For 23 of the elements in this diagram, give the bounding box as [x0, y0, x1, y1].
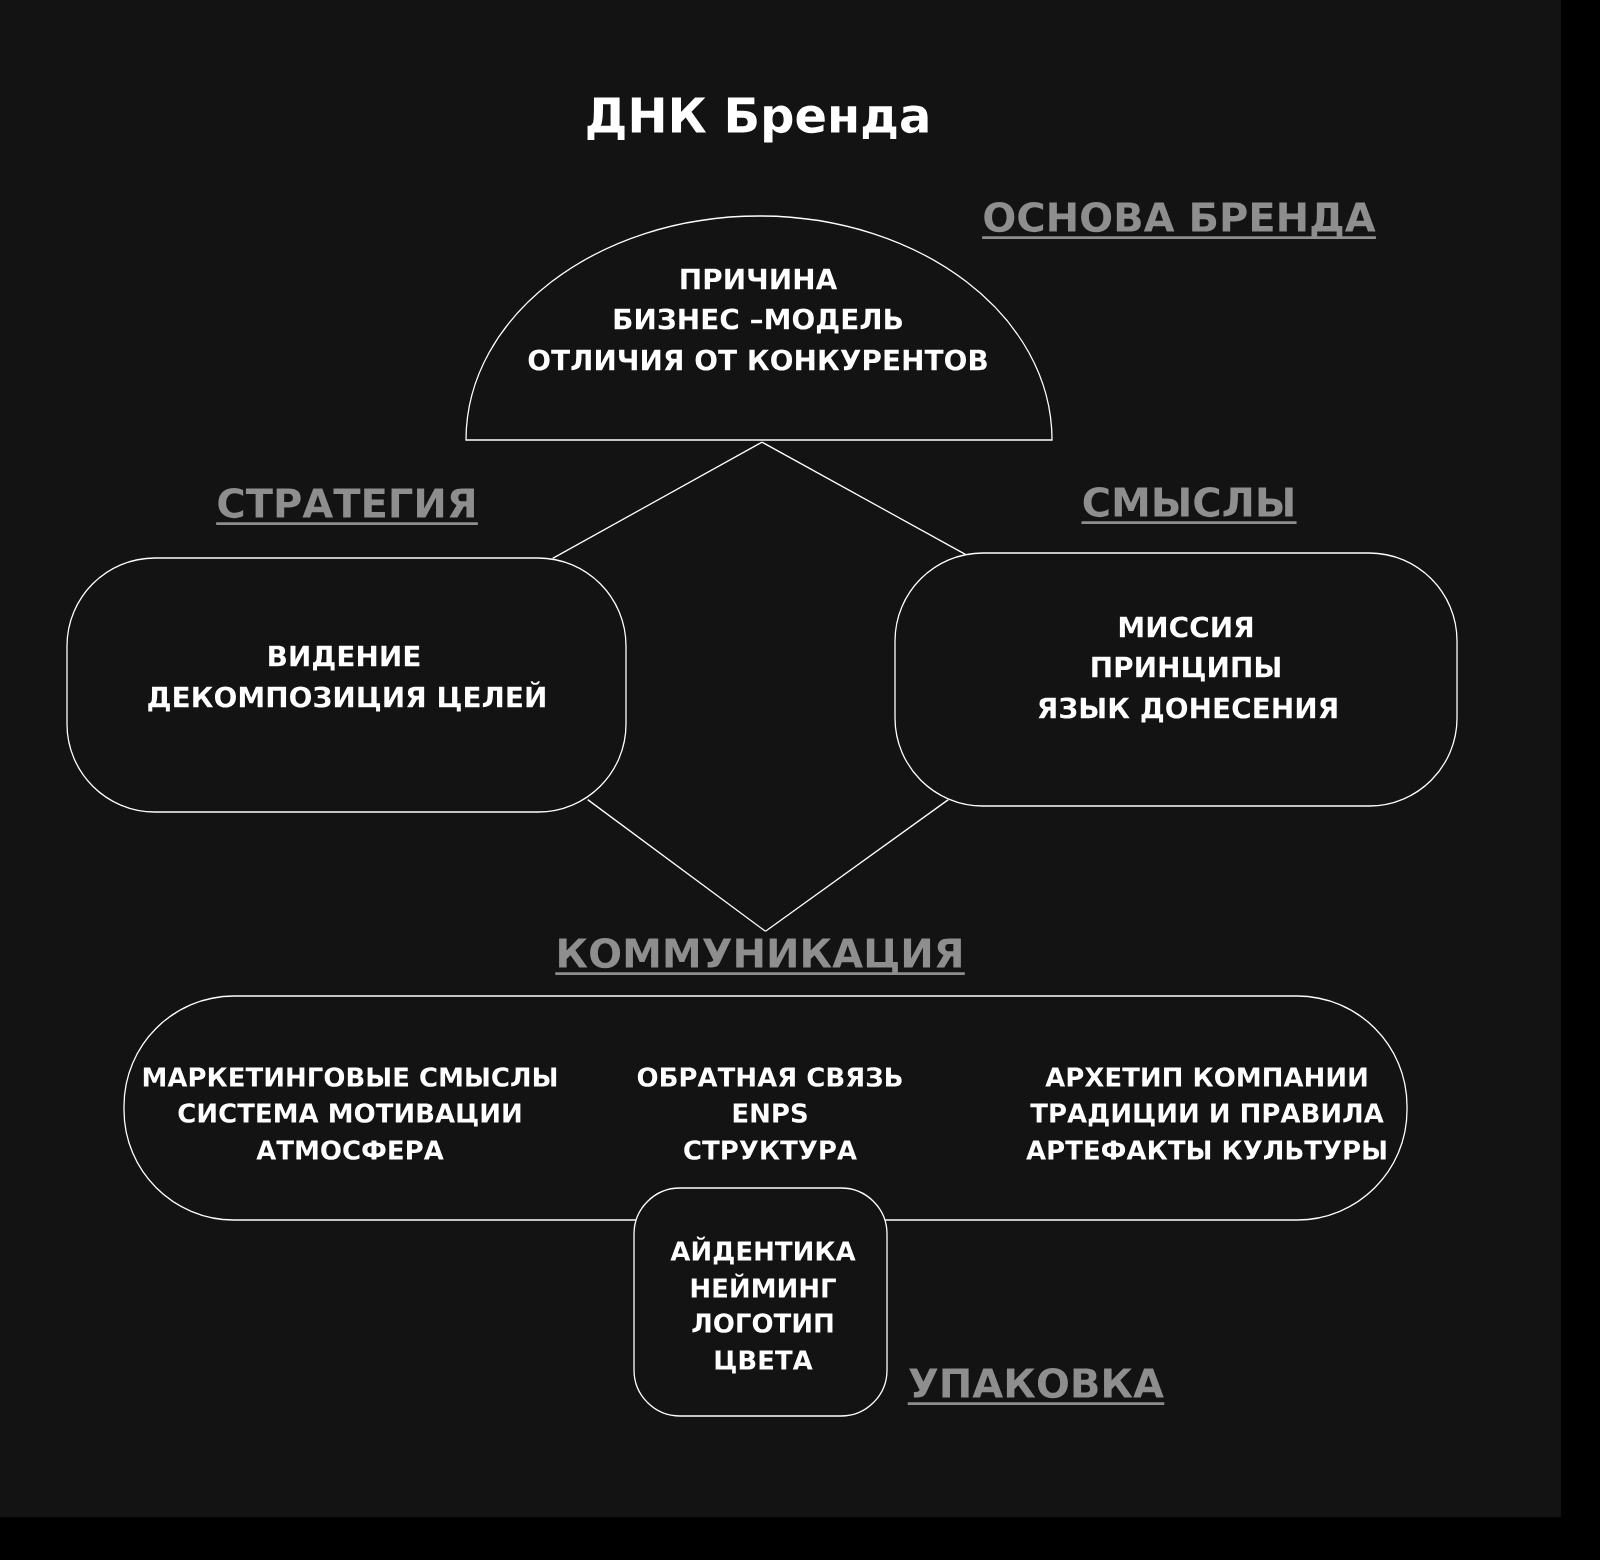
rounded-box: МАРКЕТИНГОВЫЕ СМЫСЛЫ СИСТЕМА МОТИВАЦИИ АТМОСФЕРА ОБРАТНАЯ СВЯЗЬ ENPS СТРУКТУРА АРХЕТИП КОМПАНИИ ТРАДИЦИИ И ПРАВИЛА АРТЕФАКТЫ КУЛЬТУРЫ [123, 995, 1408, 1221]
connector-line [552, 441, 763, 559]
rounded-box: МИССИЯ ПРИНЦИПЫ ЯЗЫК ДОНЕСЕНИЯ [894, 552, 1458, 807]
connector-line [764, 799, 949, 932]
rounded-box: ВИДЕНИЕ ДЕКОМПОЗИЦИЯ ЦЕЛЕЙ [66, 557, 627, 813]
node-label: ENPS [733, 1103, 807, 1123]
rounded-box: АЙДЕНТИКА НЕЙМИНГ ЛОГОТИП ЦВЕТА [633, 1187, 888, 1417]
connector-line [587, 799, 767, 932]
title: ДНК Бренда [587, 97, 928, 143]
section-heading: СМЫСЛЫ [1081, 486, 1297, 524]
node-label: СИСТЕМА МОТИВАЦИИ [178, 1103, 521, 1127]
section-heading: СТРАТЕГИЯ [216, 487, 478, 525]
section-heading: УПАКОВКА [907, 1367, 1165, 1405]
section-heading: КОММУНИКАЦИЯ [555, 937, 965, 975]
node-label: ТРАДИЦИИ И ПРАВИЛА [1030, 1103, 1384, 1127]
node-label: АРТЕФАКТЫ КУЛЬТУРЫ [1026, 1140, 1386, 1160]
connector-line [761, 441, 966, 555]
section-heading: ОСНОВА БРЕНДА [982, 201, 1376, 239]
node-label: АРХЕТИП КОМПАНИИ [1045, 1067, 1367, 1087]
node-label: МАРКЕТИНГОВЫЕ СМЫСЛЫ [143, 1067, 557, 1087]
node-label: АТМОСФЕРА [256, 1140, 444, 1160]
node-label: ОБРАТНАЯ СВЯЗЬ [637, 1067, 902, 1087]
node-label: СТРУКТУРА [684, 1140, 857, 1160]
